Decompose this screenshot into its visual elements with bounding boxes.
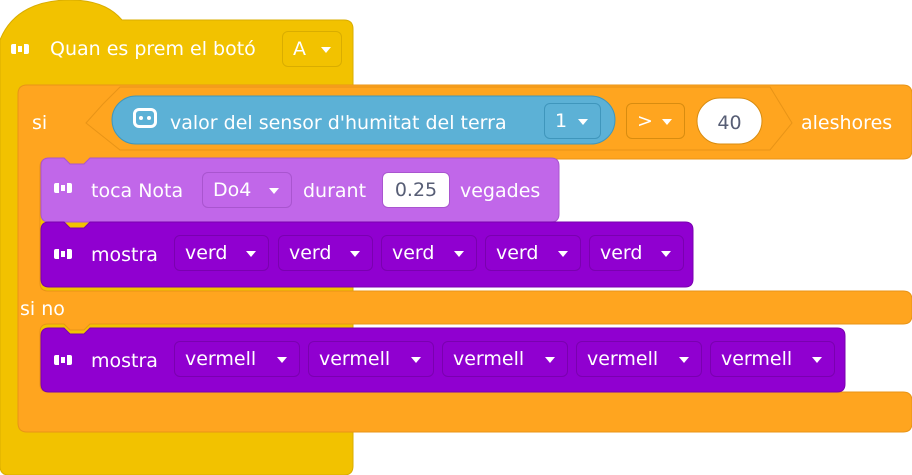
color-dropdown-3[interactable]: verd bbox=[381, 235, 477, 271]
during-label: durant bbox=[303, 180, 367, 202]
microbit-icon bbox=[54, 183, 72, 193]
threshold-input-shape[interactable] bbox=[696, 97, 763, 145]
microbit-icon bbox=[54, 355, 72, 365]
note-value: Do4 bbox=[213, 179, 252, 201]
chevron-down-icon bbox=[277, 357, 287, 363]
duration-input[interactable]: 0.25 bbox=[382, 172, 450, 208]
color-value: verd bbox=[392, 242, 435, 264]
chevron-down-icon bbox=[812, 357, 822, 363]
color-value: verd bbox=[289, 242, 332, 264]
chevron-down-icon bbox=[269, 188, 279, 194]
microbit-icon bbox=[54, 249, 72, 259]
color-value: verd bbox=[496, 242, 539, 264]
color-value: vermell bbox=[185, 348, 257, 370]
sensor-reporter-shape[interactable] bbox=[111, 95, 616, 145]
button-dropdown-value: A bbox=[293, 38, 306, 60]
moisture-sensor-icon bbox=[133, 108, 157, 128]
show-green-label: mostra bbox=[91, 244, 158, 266]
if-label: si bbox=[32, 112, 48, 134]
sensor-port-dropdown[interactable]: 1 bbox=[544, 103, 601, 139]
note-dropdown[interactable]: Do4 bbox=[202, 172, 292, 208]
color-dropdown-5[interactable]: verd bbox=[589, 235, 684, 271]
color-dropdown-9[interactable]: vermell bbox=[576, 341, 702, 377]
color-dropdown-2[interactable]: verd bbox=[278, 235, 373, 271]
color-dropdown-1[interactable]: verd bbox=[174, 235, 269, 271]
operator-dropdown[interactable]: > bbox=[626, 103, 685, 139]
color-value: vermell bbox=[721, 348, 793, 370]
microbit-icon bbox=[11, 44, 29, 54]
chevron-down-icon bbox=[411, 357, 421, 363]
color-dropdown-8[interactable]: vermell bbox=[442, 341, 568, 377]
chevron-down-icon bbox=[246, 251, 256, 257]
color-dropdown-4[interactable]: verd bbox=[485, 235, 581, 271]
chevron-down-icon bbox=[661, 251, 671, 257]
color-value: verd bbox=[185, 242, 228, 264]
color-dropdown-10[interactable]: vermell bbox=[710, 341, 835, 377]
chevron-down-icon bbox=[662, 119, 672, 125]
color-value: vermell bbox=[587, 348, 659, 370]
operator-value: > bbox=[637, 110, 653, 132]
threshold-value[interactable]: 40 bbox=[717, 112, 742, 134]
color-value: vermell bbox=[319, 348, 391, 370]
sensor-label: valor del sensor d'humitat del terra bbox=[170, 112, 507, 134]
chevron-down-icon bbox=[545, 357, 555, 363]
chevron-down-icon bbox=[679, 357, 689, 363]
else-label: si no bbox=[20, 298, 65, 320]
color-value: vermell bbox=[453, 348, 525, 370]
play-note-label: toca Nota bbox=[91, 180, 184, 202]
duration-value: 0.25 bbox=[394, 179, 438, 201]
chevron-down-icon bbox=[321, 47, 331, 53]
chevron-down-icon bbox=[558, 251, 568, 257]
hat-label: Quan es prem el botó bbox=[50, 38, 256, 60]
button-dropdown[interactable]: A bbox=[282, 31, 342, 67]
color-value: verd bbox=[600, 242, 643, 264]
times-label: vegades bbox=[460, 180, 541, 202]
sensor-port-value: 1 bbox=[555, 110, 568, 132]
chevron-down-icon bbox=[350, 251, 360, 257]
then-label: aleshores bbox=[801, 112, 893, 134]
color-dropdown-6[interactable]: vermell bbox=[174, 341, 300, 377]
color-dropdown-7[interactable]: vermell bbox=[308, 341, 434, 377]
chevron-down-icon bbox=[578, 119, 588, 125]
chevron-down-icon bbox=[454, 251, 464, 257]
show-red-label: mostra bbox=[91, 350, 158, 372]
